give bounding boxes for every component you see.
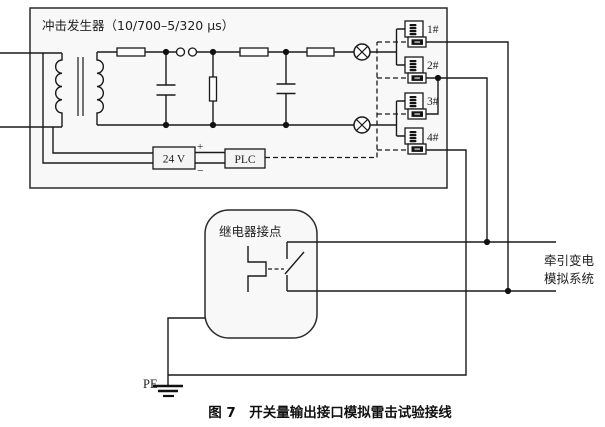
relay-to-pe-wire: [167, 317, 205, 385]
pe-ground: PE: [143, 317, 205, 398]
capacitor-c1: [156, 52, 176, 125]
resistor-r3: [239, 47, 269, 57]
junction-dot: [162, 121, 170, 129]
system-label-line1: 牵引变电: [544, 253, 595, 268]
psu-plc-wires: [195, 151, 225, 164]
psu-24v: 24 V: [152, 146, 196, 170]
plc-label: PLC: [234, 154, 255, 166]
coil-icon: [409, 60, 417, 72]
secondary-winding: [96, 52, 105, 125]
branch-to-psu-lower: [42, 53, 153, 164]
transformer-core: [77, 57, 84, 116]
connector-label: 3#: [427, 96, 439, 108]
coupling-terminal-bottom-icon: [353, 116, 371, 134]
coil-icon: [409, 24, 417, 36]
system-label-line2: 模拟系统: [544, 271, 594, 286]
terminal-feed-wires: [370, 51, 397, 126]
connector-2: 2#: [404, 56, 439, 84]
plc-box: [224, 148, 266, 169]
junction-dot: [209, 48, 217, 56]
capacitor-c2: [276, 52, 296, 125]
pe-label: PE: [143, 377, 158, 391]
pulse-network: [97, 47, 354, 129]
coupling-terminal-top-icon: [353, 43, 371, 61]
wire-3-to-2: [426, 78, 439, 115]
mains-input-wires: [0, 52, 153, 164]
coil-icon: [409, 131, 417, 143]
junction-dot: [162, 48, 170, 56]
relay-label: 继电器接点: [219, 224, 282, 239]
relay-box: 继电器接点: [204, 209, 318, 339]
resistor-r1: [116, 47, 146, 57]
plc-control-dashed-wire: [265, 41, 408, 159]
branch-to-psu-upper: [52, 127, 153, 154]
relay-contact-icon: [247, 242, 305, 292]
plc: PLC: [224, 148, 266, 169]
ground-icon: [153, 384, 183, 398]
coupling-terminals: [353, 28, 405, 137]
junction-dot: [504, 287, 512, 295]
primary-winding: [54, 53, 63, 127]
junction-dot: [209, 121, 217, 129]
output-routing-wires: [168, 41, 509, 376]
junction-dot: [282, 121, 290, 129]
system-label: 牵引变电 模拟系统: [544, 253, 595, 286]
resistor-r4: [306, 47, 335, 57]
psu-label: 24 V: [163, 154, 186, 166]
minus-sign: −: [197, 164, 204, 178]
junction-dot: [282, 48, 290, 56]
junction-dot: [434, 74, 442, 82]
wire-2-to-system: [426, 77, 488, 242]
junction-dot: [483, 238, 491, 246]
wire-1-to-system: [426, 41, 509, 291]
system-wires: [287, 238, 556, 295]
spark-gap-icon: [175, 47, 198, 57]
connector-1: 1#: [404, 20, 439, 48]
connector-label: 1#: [427, 24, 439, 36]
connector-4: 4#: [404, 127, 439, 155]
transformer-icon: [54, 52, 105, 127]
coil-icon: [409, 96, 417, 108]
connector-label: 2#: [427, 60, 439, 72]
psu-box: [152, 146, 196, 170]
bracket-connectors-3-4: [395, 100, 405, 137]
wire-4-to-pe: [168, 149, 467, 376]
connector-label: 4#: [427, 132, 439, 144]
resistor-r2: [208, 52, 218, 125]
plus-sign: +: [197, 141, 203, 153]
generator-title: 冲击发生器（10/700–5/320 μs）: [42, 18, 234, 33]
figure-caption: 图 7 开关量输出接口模拟雷击试验接线: [208, 404, 452, 421]
output-connectors: 1# 2#: [404, 20, 439, 155]
bracket-connectors-1-2: [395, 28, 405, 66]
